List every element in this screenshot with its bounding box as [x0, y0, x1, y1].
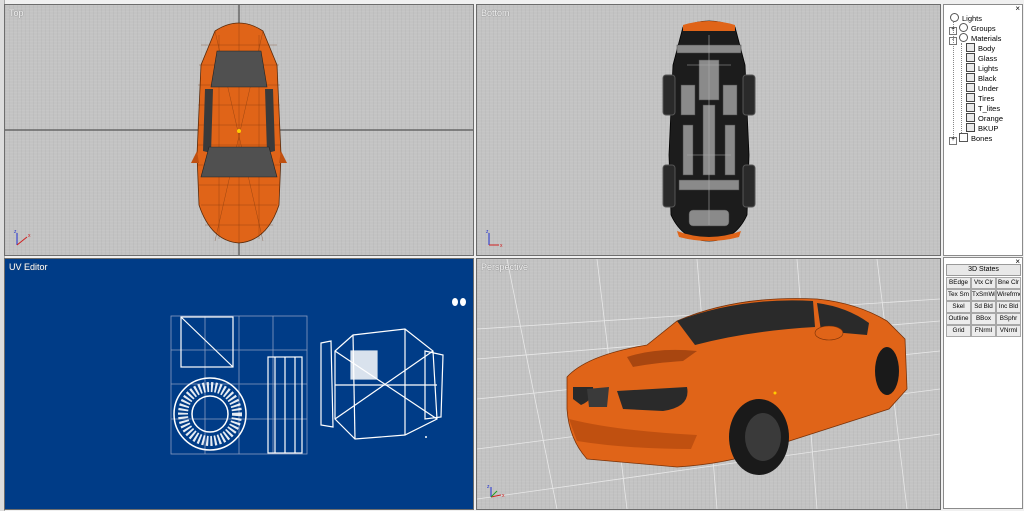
material-swatch-icon — [966, 53, 975, 62]
tree-item-material-black[interactable]: Black — [966, 73, 996, 83]
uv-map — [170, 298, 466, 455]
group-icon — [959, 23, 968, 32]
perspective-axis-gizmo: z x — [487, 484, 505, 499]
material-swatch-icon — [966, 103, 975, 112]
tree-item-material-under[interactable]: Under — [966, 83, 998, 93]
tree-item-groups[interactable]: +Groups — [949, 23, 996, 35]
tree-panel-close-button[interactable]: × — [1015, 4, 1020, 13]
3d-states-panel: × 3D States BEdge Vtx Clr Bne Clr Tex Sm… — [943, 257, 1023, 509]
bottom-viewport[interactable]: Bottom z x — [476, 4, 941, 256]
bbox-button[interactable]: BBox — [971, 313, 996, 325]
grid-button[interactable]: Grid — [946, 325, 971, 337]
tree-item-material-t-lites[interactable]: T_lites — [966, 103, 1000, 113]
skel-button[interactable]: Skel — [946, 301, 971, 313]
tree-item-material-glass[interactable]: Glass — [966, 53, 997, 63]
uv-editor-title: UV Editor — [9, 262, 48, 272]
top-view-car — [5, 5, 473, 255]
bsphr-button[interactable]: BSphr — [996, 313, 1021, 325]
svg-text:x: x — [500, 243, 503, 249]
bulb-icon — [950, 13, 959, 22]
svg-text:z: z — [486, 229, 489, 235]
sd-bld-button[interactable]: Sd Bld — [971, 301, 996, 313]
states-panel-close-button[interactable]: × — [1015, 257, 1020, 266]
bedge-button[interactable]: BEdge — [946, 277, 971, 289]
vtx-clr-button[interactable]: Vtx Clr — [971, 277, 996, 289]
svg-text:z: z — [487, 484, 490, 490]
tree-item-material-orange[interactable]: Orange — [966, 113, 1003, 123]
material-swatch-icon — [966, 123, 975, 132]
inc-bld-button[interactable]: Inc Bld — [996, 301, 1021, 313]
scene-tree-panel: × Lights +Groups -Materials Body Glass L… — [943, 4, 1023, 256]
tree-item-material-body[interactable]: Body — [966, 43, 995, 53]
uv-editor-viewport[interactable]: UV Editor — [4, 258, 474, 510]
expand-icon[interactable]: + — [949, 137, 957, 145]
3d-states-header[interactable]: 3D States — [946, 264, 1021, 276]
expand-icon[interactable]: + — [949, 27, 957, 35]
tree-item-material-lights[interactable]: Lights — [966, 63, 998, 73]
material-swatch-icon — [966, 113, 975, 122]
bottom-axis-gizmo: z x — [486, 229, 503, 249]
material-swatch-icon — [966, 63, 975, 72]
bottom-viewport-title: Bottom — [481, 8, 510, 18]
tree-item-material-tires[interactable]: Tires — [966, 93, 994, 103]
perspective-viewport-title: Perspective — [481, 262, 529, 272]
top-viewport-title: Top — [9, 8, 24, 18]
tree-item-lights[interactable]: Lights — [950, 13, 982, 23]
svg-text:z: z — [14, 229, 17, 235]
material-swatch-icon — [966, 43, 975, 52]
material-swatch-icon — [966, 73, 975, 82]
svg-text:x: x — [502, 493, 505, 499]
tex-sm-button[interactable]: Tex Sm — [946, 289, 971, 301]
top-viewport[interactable]: Top z x — [4, 4, 474, 256]
tree-item-materials[interactable]: -Materials — [949, 33, 1001, 45]
fnrml-button[interactable]: FNrml — [971, 325, 996, 337]
perspective-viewport[interactable]: Perspective — [476, 258, 941, 510]
material-swatch-icon — [966, 83, 975, 92]
wireframe-button[interactable]: Wirefrme — [996, 289, 1021, 301]
txsmwr-button[interactable]: TxSmWr — [971, 289, 996, 301]
top-axis-gizmo: z x — [14, 229, 31, 246]
outline-button[interactable]: Outline — [946, 313, 971, 325]
bones-icon — [959, 133, 968, 142]
svg-text:x: x — [28, 233, 31, 239]
vnrml-button[interactable]: VNrml — [996, 325, 1021, 337]
perspective-car — [477, 259, 940, 509]
material-sphere-icon — [959, 33, 968, 42]
tree-item-material-bkup[interactable]: BKUP — [966, 123, 998, 133]
bne-clr-button[interactable]: Bne Clr — [996, 277, 1021, 289]
collapse-icon[interactable]: - — [949, 37, 957, 45]
bottom-view-car — [662, 20, 756, 242]
material-swatch-icon — [966, 93, 975, 102]
tree-item-bones[interactable]: +Bones — [949, 133, 992, 145]
